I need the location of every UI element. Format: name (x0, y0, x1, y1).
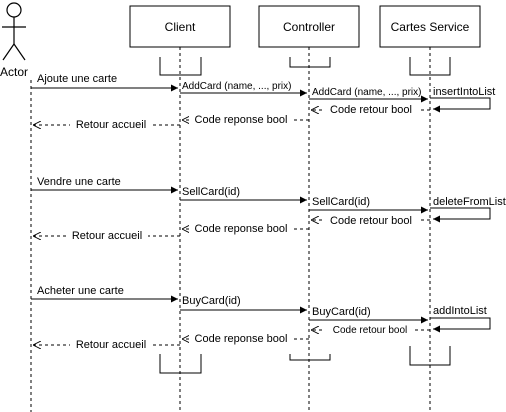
service-return-label-bg (325, 323, 415, 336)
flow-sell-card: Vendre une carte SellCard(id) SellCard(i… (31, 176, 506, 242)
service-self-call-label: insertIntoList (433, 86, 495, 98)
service-box (379, 5, 481, 48)
actor-figure (2, 2, 26, 61)
controller-activation-bottom (289, 354, 331, 361)
client-return-label: Retour accueil (76, 119, 146, 131)
service-return-label: Code retour bool (330, 215, 412, 227)
service-self-call-label: addIntoList (433, 305, 487, 317)
controller-box (258, 5, 360, 48)
actor-label: Actor (0, 65, 28, 79)
client-activation-bottom (159, 354, 202, 374)
controller-return-label-bg (189, 222, 293, 235)
client-call-label: SellCard(id) (182, 186, 240, 198)
client-return-label: Retour accueil (76, 339, 146, 351)
request-label: Ajoute une carte (37, 73, 117, 85)
controller-return-label: Code reponse bool (195, 333, 288, 345)
actor-left-leg (2, 43, 15, 61)
client-return-label-bg (70, 118, 152, 131)
request-label: Vendre une carte (37, 176, 121, 188)
controller-call-label: SellCard(id) (312, 196, 370, 208)
flow-add-card: Ajoute une carte AddCard (name, ..., pri… (31, 73, 495, 131)
service-label: Cartes Service (391, 20, 470, 34)
service-return-label-bg (325, 103, 418, 116)
service-self-call-arrow (430, 97, 491, 113)
participant-client: Client (129, 5, 231, 48)
controller-return-label: Code reponse bool (195, 223, 288, 235)
client-return-label-bg (70, 338, 152, 351)
client-call-label: AddCard (name, ..., prix) (182, 81, 291, 92)
actor-head (6, 2, 22, 18)
controller-activation-top (289, 57, 331, 68)
service-self-call-arrow (430, 317, 491, 333)
client-box (129, 5, 231, 48)
activations (159, 57, 451, 374)
service-return-label-bg (325, 214, 418, 227)
client-call-label: BuyCard(id) (182, 295, 241, 307)
controller-call-label: BuyCard(id) (312, 306, 371, 318)
client-return-label: Retour accueil (72, 230, 142, 242)
service-activation-top (409, 57, 451, 76)
controller-label: Controller (283, 20, 335, 34)
actor-right-leg (13, 43, 26, 61)
client-label: Client (165, 20, 196, 34)
controller-return-label: Code reponse bool (195, 114, 288, 126)
flow-buy-card: Acheter une carte BuyCard(id) BuyCard(id… (31, 285, 491, 351)
service-activation-bottom (409, 346, 451, 366)
controller-return-label-bg (189, 113, 293, 126)
service-return-label: Code retour bool (333, 325, 408, 336)
request-label: Acheter une carte (37, 285, 124, 297)
client-return-label-bg (66, 229, 148, 242)
service-self-call-label: deleteFromList (433, 196, 506, 208)
participant-service: Cartes Service (379, 5, 481, 48)
participant-controller: Controller (258, 5, 360, 48)
controller-return-label-bg (189, 332, 293, 345)
service-return-label: Code retour bool (330, 104, 412, 116)
controller-call-label: AddCard (name, ..., prix) (312, 87, 421, 98)
client-activation-top (159, 57, 202, 76)
service-self-call-arrow (430, 207, 491, 223)
